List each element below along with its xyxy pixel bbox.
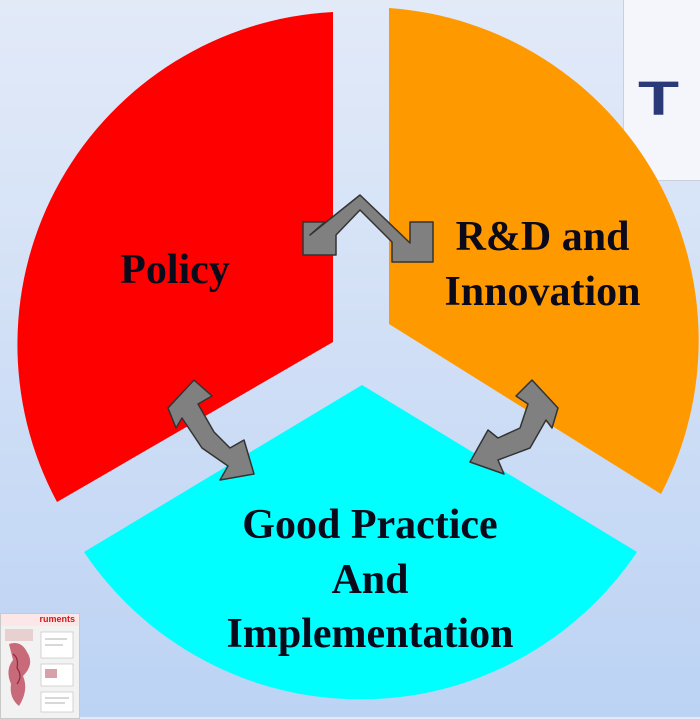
thumbnail-title: ruments: [1, 614, 79, 626]
thumbnail-map-image: [5, 629, 74, 713]
double-arrow-icon-rnd-good: [469, 379, 559, 475]
good-practice-segment: [84, 385, 637, 700]
double-arrow-icon-policy-rnd: [302, 194, 434, 263]
rnd-innovation-segment: [389, 8, 699, 494]
label-line: Good Practice: [242, 502, 498, 548]
logo-text: T: [638, 73, 680, 126]
label-line: Policy: [120, 247, 230, 293]
label-line: Innovation: [444, 268, 641, 315]
policy-label: Policy: [100, 248, 250, 292]
double-arrow-icon-policy-good: [167, 379, 255, 481]
label-line: R&D and: [455, 214, 630, 260]
label-line: And: [331, 556, 409, 603]
label-line: Implementation: [226, 611, 514, 658]
policy-segment: [17, 12, 333, 502]
document-thumbnail: ruments: [0, 613, 80, 719]
